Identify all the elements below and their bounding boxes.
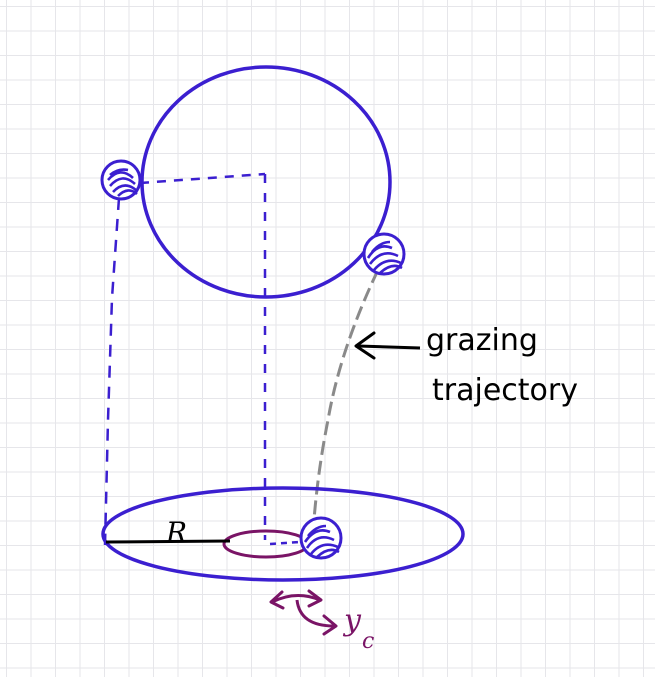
bottom-ball-dashed-link [269, 540, 301, 546]
left-ball [100, 159, 142, 201]
left-vertical-projection [103, 197, 121, 546]
core-region [222, 529, 310, 559]
radius-line [105, 539, 231, 544]
yc-arrow-pointer-head [322, 614, 338, 636]
yc-label-subscript: c [362, 629, 374, 654]
yc-arrow-horizontal-right-head [307, 589, 323, 608]
yc-arrow-horizontal [271, 594, 321, 604]
right-ball [362, 232, 406, 276]
yc-label: yc [342, 603, 374, 654]
annotation-arrow-shaft [357, 344, 421, 350]
target-disk [101, 486, 465, 582]
annotation-grazing: grazing [426, 323, 538, 358]
annotation-arrow-head [354, 331, 376, 360]
grazing-trajectory-curve [312, 269, 380, 521]
annotation-trajectory: trajectory [432, 373, 578, 408]
yc-arrow-pointer [295, 599, 335, 628]
yc-arrow-horizontal-left-head [269, 590, 285, 610]
bottom-ball [299, 516, 343, 560]
yc-label-main: y [342, 603, 362, 638]
left-ball-horizontal-projection [139, 172, 266, 185]
radius-label: R [165, 516, 187, 549]
